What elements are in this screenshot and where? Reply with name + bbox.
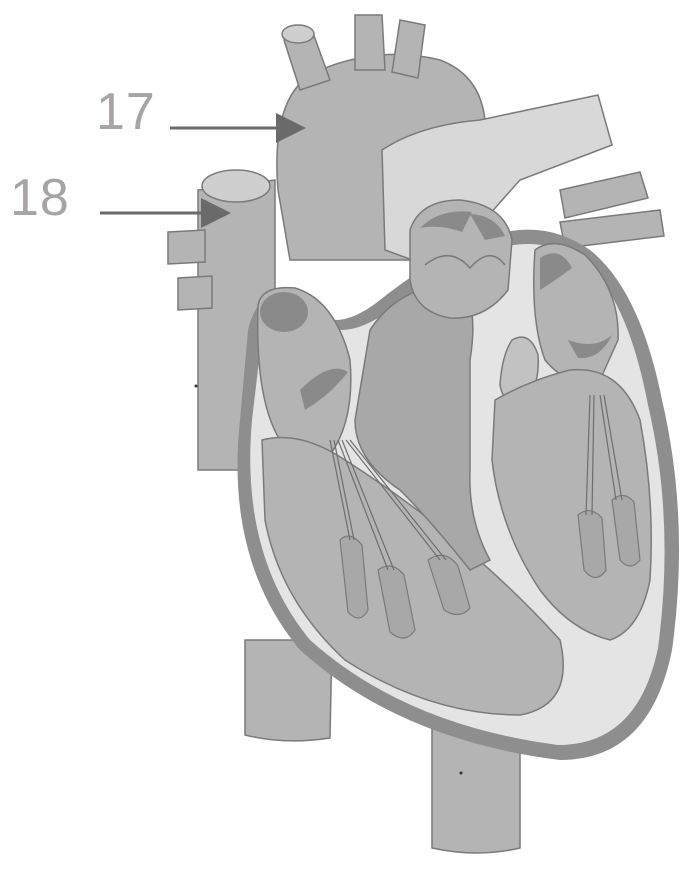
label-17: 17 — [96, 86, 156, 138]
left-carotid-artery — [355, 15, 385, 70]
speck — [460, 772, 463, 775]
left-pulmonary-vein-upper — [560, 172, 648, 218]
brachiocephalic-opening — [282, 25, 314, 43]
right-pulmonary-vein-upper — [168, 230, 205, 264]
right-atrium-opening — [260, 292, 308, 332]
right-pulmonary-vein-lower — [178, 276, 212, 310]
speck — [195, 385, 198, 388]
label-18: 18 — [10, 172, 70, 224]
superior-vena-cava-opening — [202, 170, 270, 202]
